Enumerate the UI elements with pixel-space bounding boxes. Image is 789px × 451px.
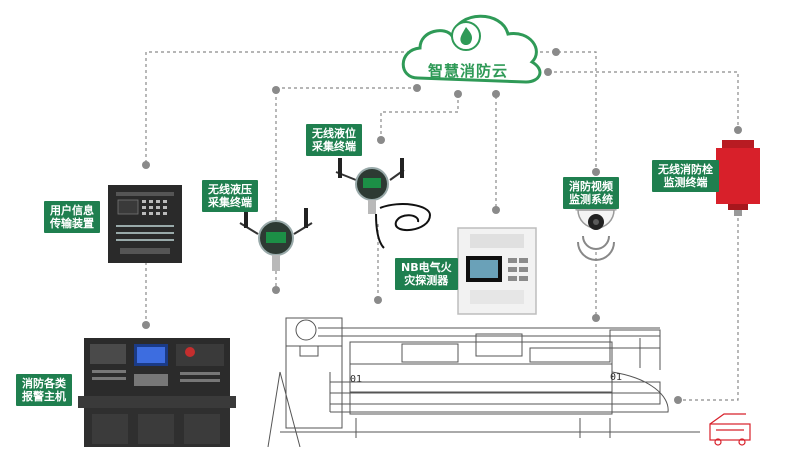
car-number-2: 01 <box>610 372 623 383</box>
cloud-shape <box>401 14 542 84</box>
nb-detector-device <box>457 227 537 315</box>
cloud-label: 智慧消防云 <box>428 62 509 80</box>
label-user-info: 用户信息 传输装置 <box>44 201 100 233</box>
label-hydrant: 无线消防栓 监测终端 <box>652 160 719 192</box>
user-info-device <box>108 185 182 263</box>
fire-truck-icon <box>709 413 751 446</box>
wireless-pressure-device <box>239 208 313 271</box>
hydrant-device <box>716 140 760 216</box>
flame-glyph <box>460 27 473 45</box>
label-wireless-pressure: 无线液压 采集终端 <box>202 180 258 212</box>
label-alarm-host: 消防各类 报警主机 <box>16 374 72 406</box>
train-outline <box>267 317 700 448</box>
car-number-1: 01 <box>350 374 363 385</box>
label-video: 消防视频 监测系统 <box>563 177 619 209</box>
label-nb-detector: NB电气火 灾探测器 <box>395 258 458 290</box>
connector-dots <box>142 48 742 404</box>
alarm-host-device <box>78 338 236 447</box>
video-camera-device <box>575 203 617 261</box>
label-wireless-level: 无线液位 采集终端 <box>306 124 362 156</box>
wireless-level-device <box>335 158 432 249</box>
